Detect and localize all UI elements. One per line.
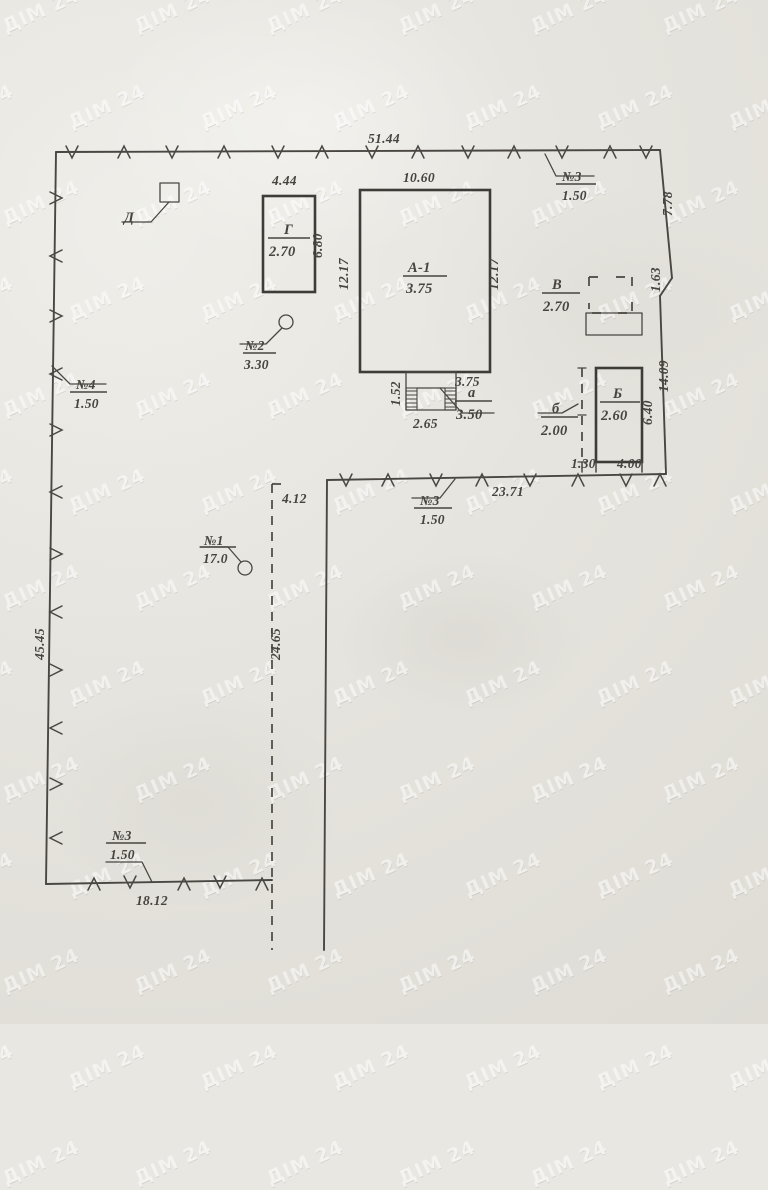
site-plan-drawing: 51.44 А-1 3.75 10.60 12.17 12.17 Г 2.70 …: [32, 131, 675, 951]
watermark-text: ДІМ 24: [461, 1040, 545, 1094]
watermark-text: ДІМ 24: [527, 1136, 611, 1190]
label-a-leader: [439, 387, 495, 414]
dim-a-height: 1.52: [388, 381, 403, 406]
building-b-small-dashed: [577, 367, 587, 463]
marker-n3-top-leader: [544, 153, 596, 185]
watermark-text: ДІМ 24: [0, 1040, 17, 1093]
building-label-rules: [268, 237, 640, 418]
marker-n3-mid-label: №3: [419, 493, 440, 508]
marker-n2-leader: [239, 314, 294, 354]
watermark-text: ДІМ 24: [329, 1040, 413, 1094]
building-g-label: Г: [283, 222, 293, 238]
building-b-value: 2.60: [600, 408, 628, 424]
watermark-text: ДІМ 24: [0, 1136, 83, 1190]
building-g-value: 2.70: [268, 244, 296, 260]
building-b: [594, 366, 644, 464]
building-a1-value: 3.75: [405, 281, 433, 297]
marker-n3-bottom-leader: [105, 842, 153, 883]
watermark-text: ДІМ 24: [263, 1136, 347, 1190]
watermark-text: ДІМ 24: [65, 1040, 149, 1094]
marker-n3-bottom-value: 1.50: [110, 847, 135, 862]
marker-n3-bottom-label: №3: [111, 828, 132, 843]
dim-bottom-left: 18.12: [136, 893, 168, 908]
dim-a1-width: 10.60: [403, 170, 435, 185]
building-v-label: В: [551, 277, 562, 293]
building-v-value: 2.70: [542, 299, 570, 315]
dim-top: 51.44: [368, 131, 400, 146]
dim-right-upper: 7.78: [660, 191, 675, 216]
dashed-division-line: [271, 483, 288, 950]
boundary-hatch-marks: [48, 144, 667, 891]
dim-a-offset: 3.75: [454, 374, 480, 389]
marker-n3-top-label: №3: [561, 169, 582, 184]
marker-n1-leader: [199, 546, 253, 576]
dim-middle: 23.71: [491, 484, 524, 499]
watermark-text: ДІМ 24: [659, 1136, 743, 1190]
dim-a1-left: 12.17: [336, 257, 351, 290]
dim-b-height: 6.40: [640, 400, 655, 425]
marker-n1-label: №1: [203, 533, 224, 548]
dimension-ticks: [581, 461, 643, 473]
watermark-text: ДІМ 24: [725, 1040, 768, 1094]
building-a-porch: [405, 371, 457, 411]
building-d-label: Д: [122, 210, 135, 226]
dim-b-width: 4.00: [616, 456, 642, 471]
marker-n1-value: 17.0: [203, 551, 228, 566]
marker-n3-mid-leader: [411, 478, 456, 509]
label-b-small-leader: [537, 403, 579, 414]
watermark-text: ДІМ 24: [593, 1040, 677, 1094]
dim-g-height: 6.80: [310, 233, 325, 258]
watermark-text: ДІМ 24: [131, 1136, 215, 1190]
dim-a1-right: 12.17: [486, 257, 501, 290]
dim-left: 45.45: [32, 628, 47, 661]
building-a1-label: А-1: [407, 260, 431, 276]
building-a-value: 3.50: [455, 407, 483, 423]
building-b-label: Б: [612, 386, 623, 402]
marker-n3-mid-value: 1.50: [420, 512, 445, 527]
marker-n2-label: №2: [244, 338, 265, 353]
watermark-text: ДІМ 24: [395, 1136, 479, 1190]
building-g: [261, 194, 317, 294]
marker-n2-value: 3.30: [243, 357, 269, 372]
watermark-text: ДІМ 24: [197, 1040, 281, 1094]
marker-n4-label: №4: [75, 377, 96, 392]
dim-b-small-offset: 1.30: [571, 456, 596, 471]
building-a-label: а: [468, 385, 476, 401]
dim-inner-top: 4.12: [281, 491, 307, 506]
parcel-boundary: [45, 149, 673, 885]
dim-a-width: 2.65: [412, 416, 438, 431]
marker-n3-top-value: 1.50: [562, 188, 587, 203]
building-v: [585, 276, 643, 336]
dim-g-width: 4.44: [271, 173, 297, 188]
building-b-small-label: б: [552, 401, 560, 417]
dim-inner-vertical: 24.65: [268, 628, 283, 661]
marker-n4-leader: [51, 365, 107, 393]
dim-right-step: 1.63: [648, 267, 663, 292]
dim-right-lower: 14.09: [656, 360, 671, 392]
inner-boundary-line: [323, 479, 328, 951]
marker-n4-value: 1.50: [74, 396, 99, 411]
building-b-small-value: 2.00: [540, 423, 568, 439]
building-d-symbol: [121, 182, 180, 223]
